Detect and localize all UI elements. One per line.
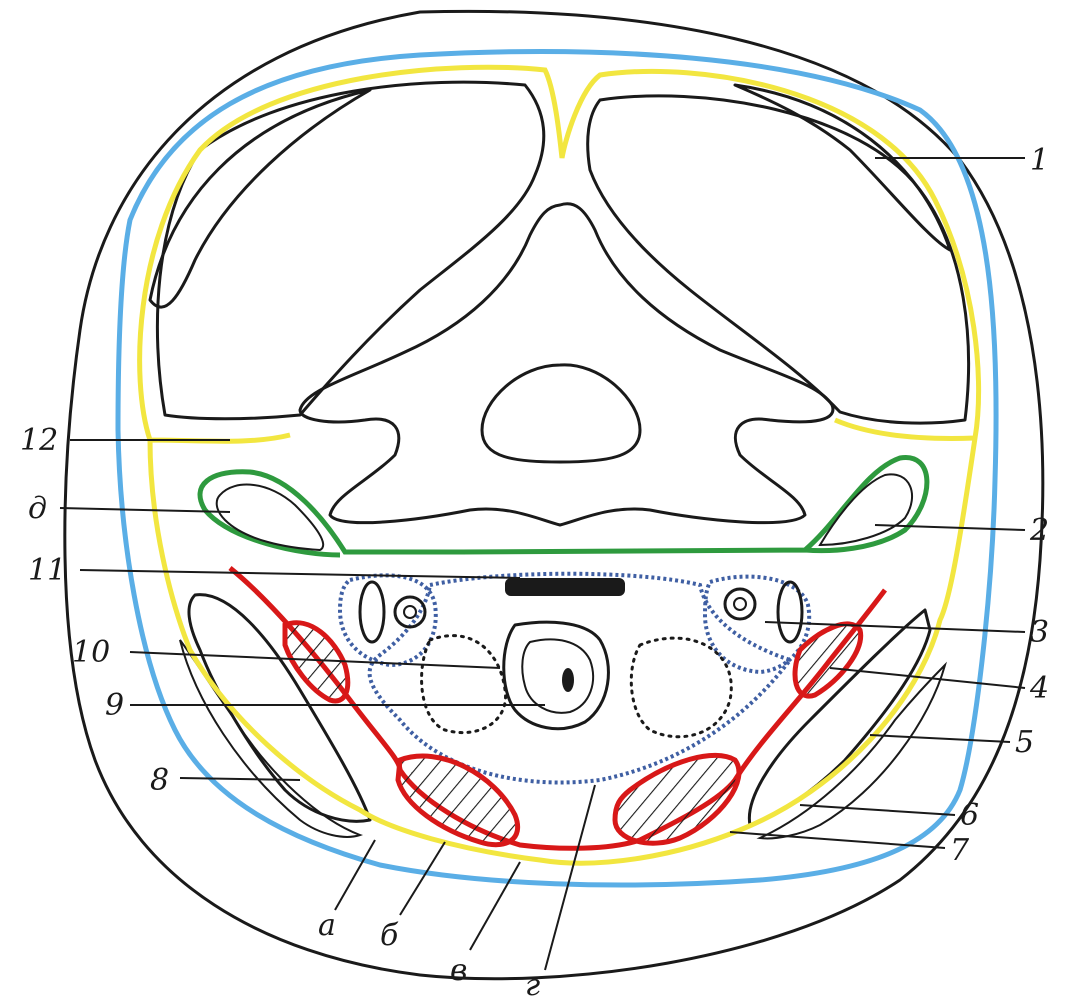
leader-line-g — [545, 785, 595, 970]
scalene-right-muscle — [217, 485, 323, 550]
carotid-artery-left — [725, 589, 755, 619]
label-v: в — [450, 953, 467, 988]
label-8: 8 — [150, 763, 169, 798]
label-2: 2 — [1029, 513, 1049, 548]
leader-line-6 — [800, 805, 955, 815]
prevertebral-fascia — [200, 457, 927, 555]
trapezius-right-muscle — [157, 82, 543, 419]
leader-line-2 — [875, 525, 1025, 530]
label-7: 7 — [950, 833, 970, 868]
superficial-fascia — [118, 52, 996, 885]
leader-line-b — [400, 842, 445, 915]
label-4: 4 — [1029, 671, 1049, 706]
larynx-lumen — [562, 668, 574, 692]
jugular-vein-right — [360, 582, 384, 642]
label-10: 10 — [72, 635, 110, 670]
leader-line-11 — [80, 570, 520, 578]
label-9: 9 — [105, 688, 124, 723]
carotid-artery-left-lumen — [734, 598, 746, 610]
label-5: 5 — [1015, 725, 1034, 760]
splenius-right-muscle — [150, 90, 370, 307]
vertebral-canal — [482, 365, 640, 462]
esophagus — [505, 578, 625, 596]
label-g: г — [525, 968, 540, 1003]
jugular-vein-left — [778, 582, 802, 642]
label-3: 3 — [1030, 615, 1049, 650]
leader-line-5 — [870, 735, 1010, 742]
label-a: а — [318, 908, 336, 943]
label-1: 1 — [1030, 143, 1049, 178]
label-b: б — [380, 918, 399, 953]
carotid-artery-right-lumen — [404, 606, 416, 618]
visceral-fascia — [370, 574, 790, 783]
larynx-inner — [522, 639, 593, 712]
sternothyroid-left-muscle — [615, 755, 739, 843]
investing-fascia — [140, 67, 979, 863]
sternothyroid-right-muscle — [398, 756, 518, 845]
thyroid-gland — [422, 636, 732, 737]
label-6: 6 — [960, 798, 979, 833]
label-12: 12 — [20, 423, 58, 458]
leader-line-4 — [830, 668, 1025, 688]
skin-outline — [65, 11, 1043, 978]
label-11: 11 — [28, 553, 66, 588]
leader-line-v — [470, 862, 520, 950]
label-d: д — [28, 491, 47, 526]
